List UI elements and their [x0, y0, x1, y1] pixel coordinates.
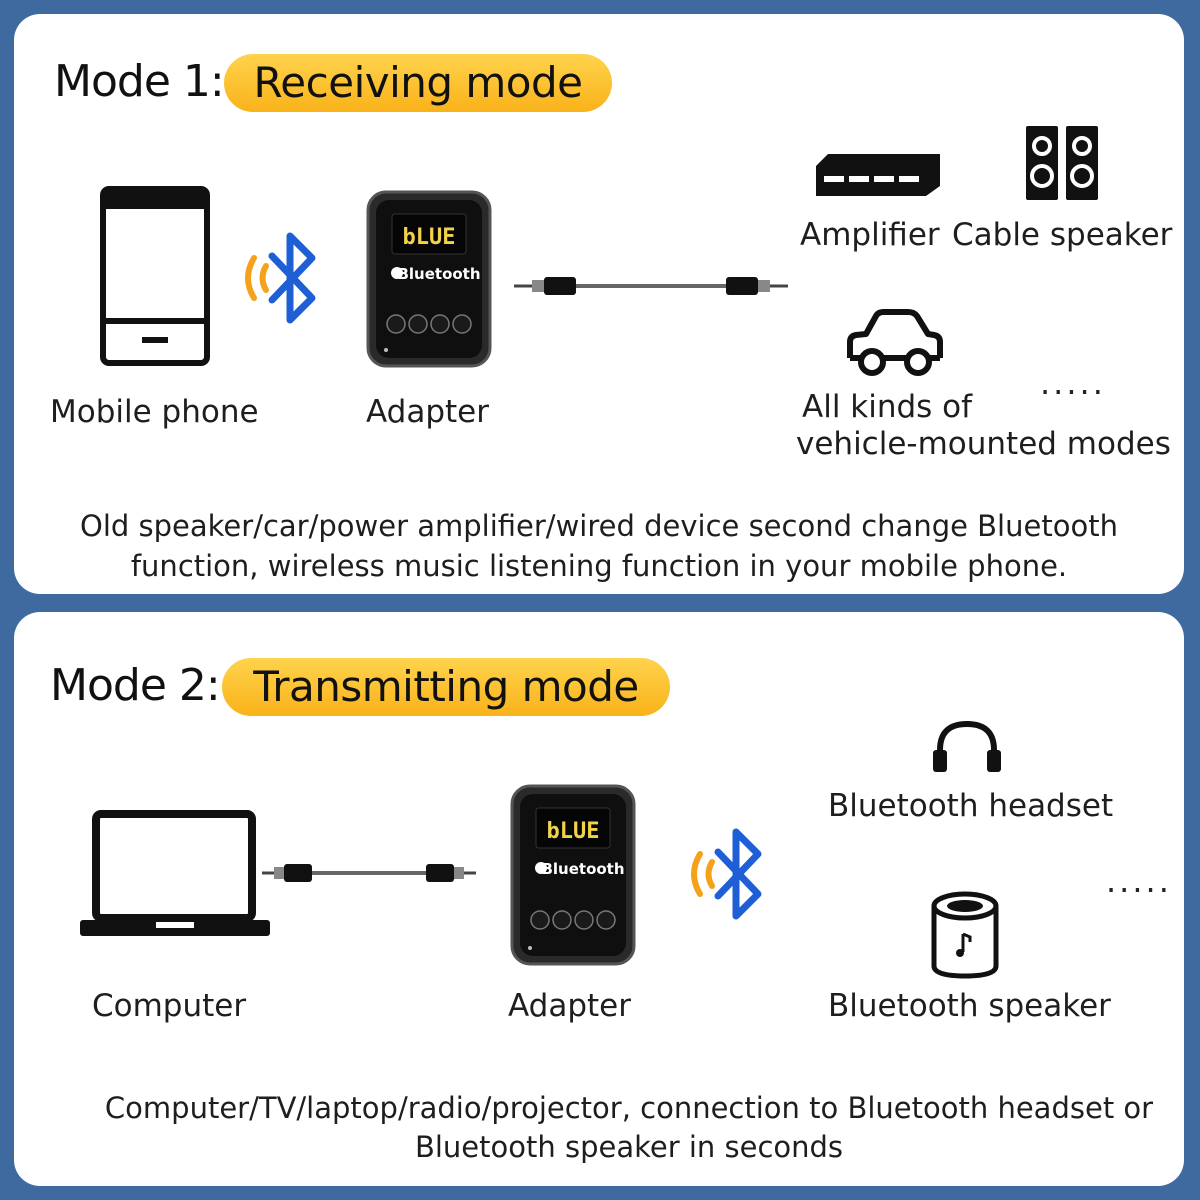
- bluetooth-speaker-label: Bluetooth speaker: [828, 988, 1111, 1024]
- mode2-title-pill: Transmitting mode: [222, 658, 670, 716]
- transmitting-mode-panel: Mode 2: Transmitting mode Computer bLUE …: [14, 612, 1184, 1186]
- car-icon: [847, 309, 943, 376]
- adapter-screen-text-2: bLUE: [547, 819, 600, 844]
- mode1-prefix: Mode 1:: [54, 56, 225, 107]
- amplifier-icon: [816, 154, 940, 196]
- laptop-icon: [80, 810, 270, 936]
- cable-speaker-icon: [1026, 126, 1098, 200]
- adapter-label: Adapter: [366, 394, 489, 430]
- headset-icon: [933, 720, 1001, 772]
- mode2-prefix: Mode 2:: [50, 660, 221, 711]
- mode1-description-line2: function, wireless music listening funct…: [130, 549, 1068, 583]
- bluetooth-signal-icon-2: [691, 828, 762, 920]
- mode1-title-pill: Receiving mode: [224, 54, 612, 112]
- mode2-description-line1: Computer/TV/laptop/radio/projector, conn…: [104, 1091, 1154, 1125]
- adapter-label-2: Adapter: [508, 988, 631, 1024]
- mode1-description-line1: Old speaker/car/power amplifier/wired de…: [80, 509, 1118, 543]
- mobile-phone-icon: [100, 186, 210, 366]
- adapter-device-icon: bLUE Bluetooth: [366, 190, 492, 368]
- cable-speaker-label: Cable speaker: [952, 217, 1173, 253]
- computer-label: Computer: [92, 988, 247, 1024]
- more-devices-ellipsis: .....: [1040, 364, 1106, 402]
- bluetooth-headset-label: Bluetooth headset: [828, 788, 1114, 824]
- more-devices-ellipsis-2: .....: [1106, 862, 1172, 900]
- vehicle-label-line2: vehicle-mounted modes: [796, 426, 1171, 462]
- bluetooth-speaker-icon: [931, 891, 999, 979]
- aux-cable-icon-2: [262, 864, 476, 882]
- adapter-brand-text-2: Bluetooth: [541, 860, 624, 878]
- receiving-mode-panel: Mode 1: Receiving mode Mobile phone bLUE…: [14, 14, 1184, 594]
- bluetooth-signal-icon: [245, 232, 316, 324]
- mode2-description-line2: Bluetooth speaker in seconds: [414, 1130, 844, 1164]
- amplifier-label: Amplifier: [800, 217, 940, 253]
- adapter-screen-text: bLUE: [403, 225, 456, 250]
- aux-cable-icon: [514, 277, 788, 295]
- adapter-brand-text: Bluetooth: [397, 265, 480, 283]
- vehicle-label-line1: All kinds of: [802, 389, 973, 425]
- mobile-phone-label: Mobile phone: [50, 394, 259, 430]
- adapter-device-icon-2: bLUE Bluetooth: [510, 784, 636, 966]
